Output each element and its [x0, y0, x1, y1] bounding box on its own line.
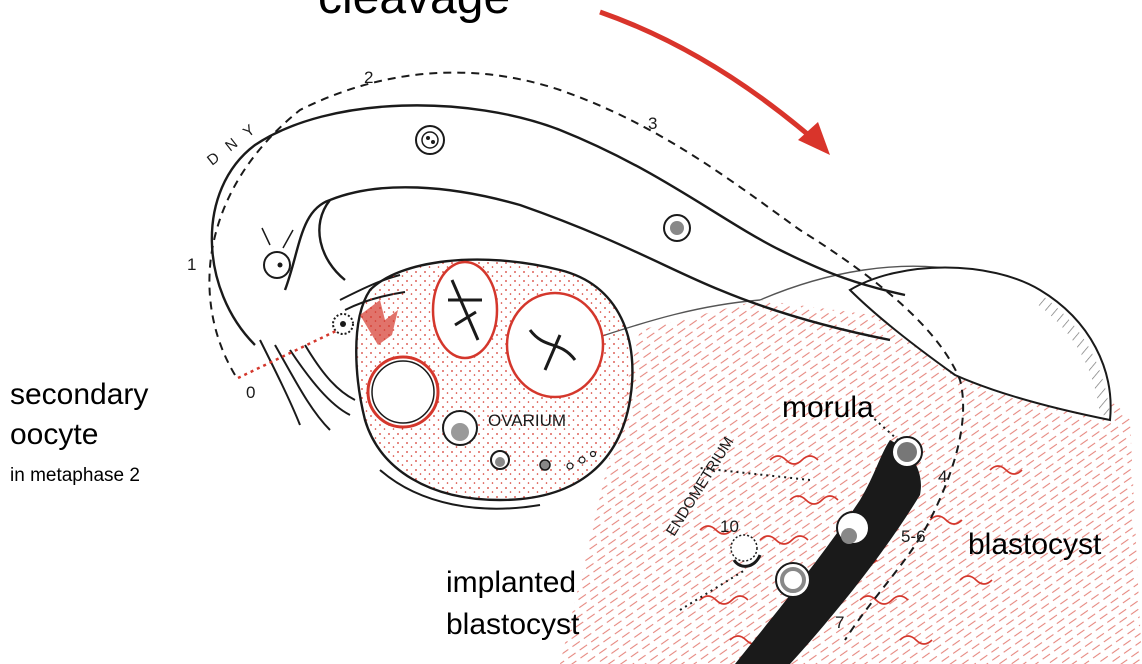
- implanted-blastocyst-label-line1: implanted: [446, 568, 576, 598]
- ovary: [356, 260, 632, 509]
- secondary-oocyte-label-line2: oocyte: [10, 420, 98, 450]
- ovarium-label: OVARIUM: [488, 411, 566, 430]
- top-title-fragment: cleavage: [318, 0, 510, 24]
- day-marker-0: 0: [246, 383, 255, 402]
- zygote-cleavage: [416, 126, 690, 241]
- metaphase-note: in metaphase 2: [10, 466, 140, 485]
- day-marker-10: 10: [720, 517, 739, 536]
- red-arrow-icon: [600, 12, 830, 155]
- morula: [892, 437, 922, 467]
- day-marker-7: 7: [835, 613, 844, 632]
- day-marker-1: 1: [187, 255, 196, 274]
- morula-label: morula: [782, 393, 874, 423]
- day-marker-3: 3: [648, 114, 657, 133]
- blastocyst-label: blastocyst: [968, 530, 1101, 560]
- days-label: D N Y: [204, 119, 262, 169]
- day-marker-5-6: 5-6: [901, 527, 926, 546]
- ovulated-oocyte: [333, 314, 353, 334]
- fertilized-oocyte: [262, 228, 293, 278]
- secondary-oocyte-label-line1: secondary: [10, 380, 148, 410]
- day-marker-4: 4: [938, 467, 947, 486]
- implanted-blastocyst-label-line2: blastocyst: [446, 610, 579, 640]
- day-marker-2: 2: [364, 68, 373, 87]
